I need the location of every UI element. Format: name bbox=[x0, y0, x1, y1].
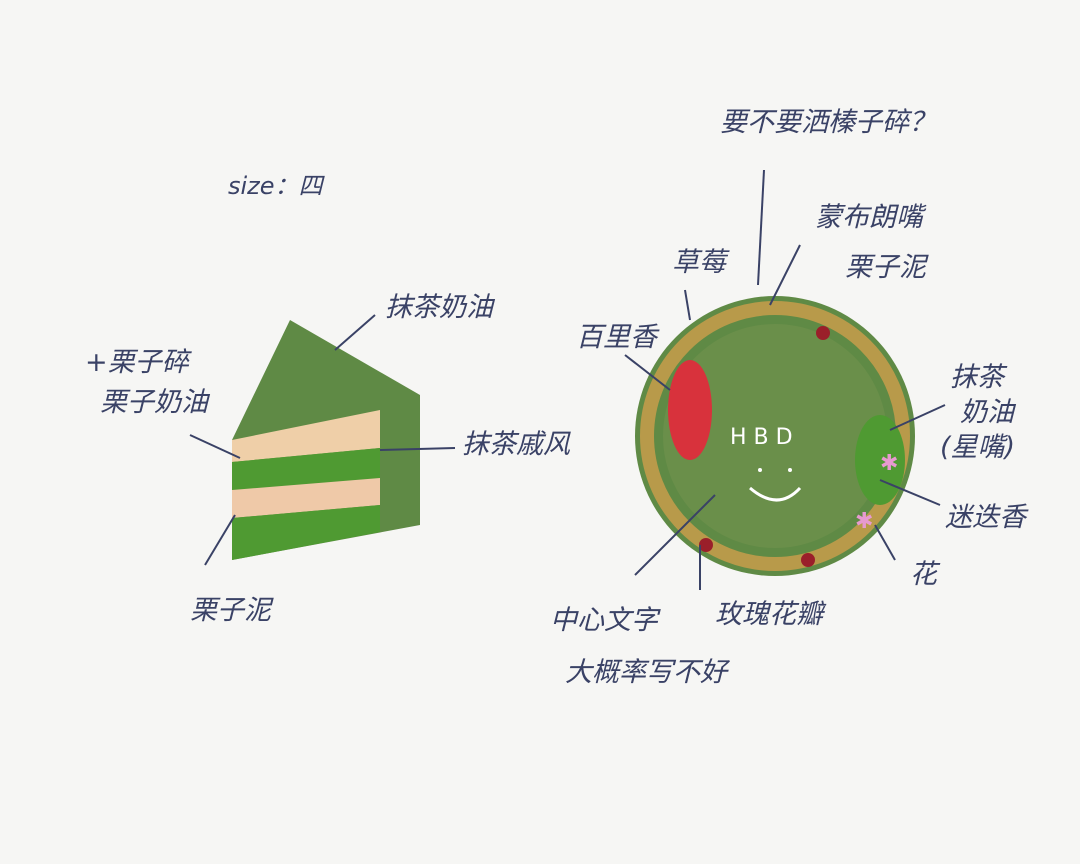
label-strawberry: 草莓 bbox=[672, 247, 726, 278]
size-label: size：四 bbox=[228, 172, 323, 200]
svg-text:✱: ✱ bbox=[855, 509, 873, 534]
label-chestnut-puree-top: 栗子泥 bbox=[845, 252, 926, 283]
star-cream bbox=[855, 415, 905, 505]
label-chestnut-puree-slice: 栗子泥 bbox=[190, 595, 271, 626]
label-rosemary: 迷迭香 bbox=[945, 502, 1026, 533]
slice-chestnut-cream-layer bbox=[232, 410, 380, 462]
slice-chiffon-layer-1 bbox=[232, 448, 380, 490]
arrows bbox=[189, 169, 946, 590]
slice-chestnut-puree-layer bbox=[232, 478, 380, 518]
label-chestnut-crumbs: +栗子碎 bbox=[85, 347, 189, 378]
label-mont-blanc-tip: 蒙布朗嘴 bbox=[815, 202, 923, 233]
label-center-text-note: 大概率写不好 bbox=[565, 657, 727, 688]
cake-center-text: H B D bbox=[730, 425, 793, 450]
label-thyme: 百里香 bbox=[576, 322, 657, 353]
label-rose-petals: 玫瑰花瓣 bbox=[715, 599, 823, 630]
slice-chiffon-layer-2 bbox=[232, 505, 380, 560]
svg-text:✱: ✱ bbox=[880, 451, 898, 476]
label-matcha-cream-top-1: 抹茶 bbox=[950, 362, 1004, 393]
strawberries bbox=[668, 360, 712, 460]
label-matcha-cream: 抹茶奶油 bbox=[385, 292, 493, 323]
label-chestnut-cream: 栗子奶油 bbox=[100, 387, 208, 418]
smiley bbox=[749, 486, 802, 502]
label-hazelnut-question: 要不要洒榛子碎？ bbox=[720, 107, 936, 138]
label-star-tip: (星嘴) bbox=[940, 432, 1016, 463]
label-center-text: 中心文字 bbox=[550, 605, 658, 636]
label-matcha-cream-top-2: 奶油 bbox=[960, 397, 1014, 428]
label-matcha-chiffon: 抹茶戚风 bbox=[462, 429, 570, 460]
label-flower: 花 bbox=[910, 559, 937, 590]
cake-slice bbox=[232, 320, 420, 560]
